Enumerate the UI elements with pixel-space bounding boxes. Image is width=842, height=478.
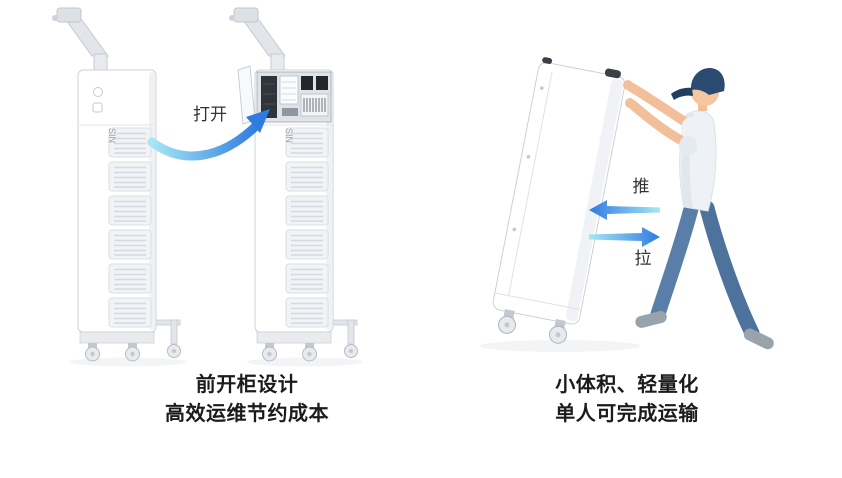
push-label: 推 bbox=[633, 177, 650, 196]
equipment-bay bbox=[256, 71, 332, 123]
cabinet-side-label: SIN bbox=[107, 128, 117, 143]
person-moving-cabinet-illustration: 推 拉 bbox=[480, 57, 774, 352]
cabinet-badge-icon bbox=[92, 102, 103, 113]
cabinet-side-label: SIN bbox=[284, 128, 294, 143]
cap bbox=[690, 68, 725, 95]
left-caption-line1: 前开柜设计 bbox=[195, 374, 299, 396]
ground-shadow bbox=[480, 340, 640, 352]
right-caption-line1: 小体积、轻量化 bbox=[555, 374, 699, 396]
back-shoe bbox=[743, 328, 774, 350]
open-arrow bbox=[147, 109, 270, 161]
upper-hand bbox=[623, 80, 633, 90]
cabinet-handle bbox=[604, 68, 621, 79]
left-caption: 前开柜设计 高效运维节约成本 bbox=[37, 371, 457, 429]
person-figure bbox=[623, 68, 774, 350]
left-caption-line2: 高效运维节约成本 bbox=[165, 403, 329, 425]
right-caption: 小体积、轻量化 单人可完成运输 bbox=[437, 371, 817, 429]
push-arrow-icon bbox=[589, 200, 660, 220]
cabinet-open-close-illustration: SIN bbox=[30, 2, 450, 367]
pull-label: 拉 bbox=[635, 249, 652, 268]
panel-front-open-design: SIN bbox=[30, 2, 450, 429]
pull-arrow-icon bbox=[589, 227, 660, 247]
lower-hand bbox=[625, 98, 635, 108]
cabinet-open: SIN bbox=[229, 8, 363, 367]
panel-single-person-transport: 推 拉 小体积、轻量化 单人可完成运输 bbox=[455, 2, 835, 429]
tilted-cabinet bbox=[492, 57, 626, 344]
open-arrow-head-icon bbox=[246, 109, 270, 133]
cabinet-lock-icon bbox=[93, 87, 103, 97]
cap-brim bbox=[671, 87, 693, 100]
right-caption-line2: 单人可完成运输 bbox=[555, 403, 699, 425]
front-shoe bbox=[635, 311, 667, 328]
cabinet-closed: SIN bbox=[52, 8, 186, 367]
open-arrow-label: 打开 bbox=[193, 105, 227, 124]
